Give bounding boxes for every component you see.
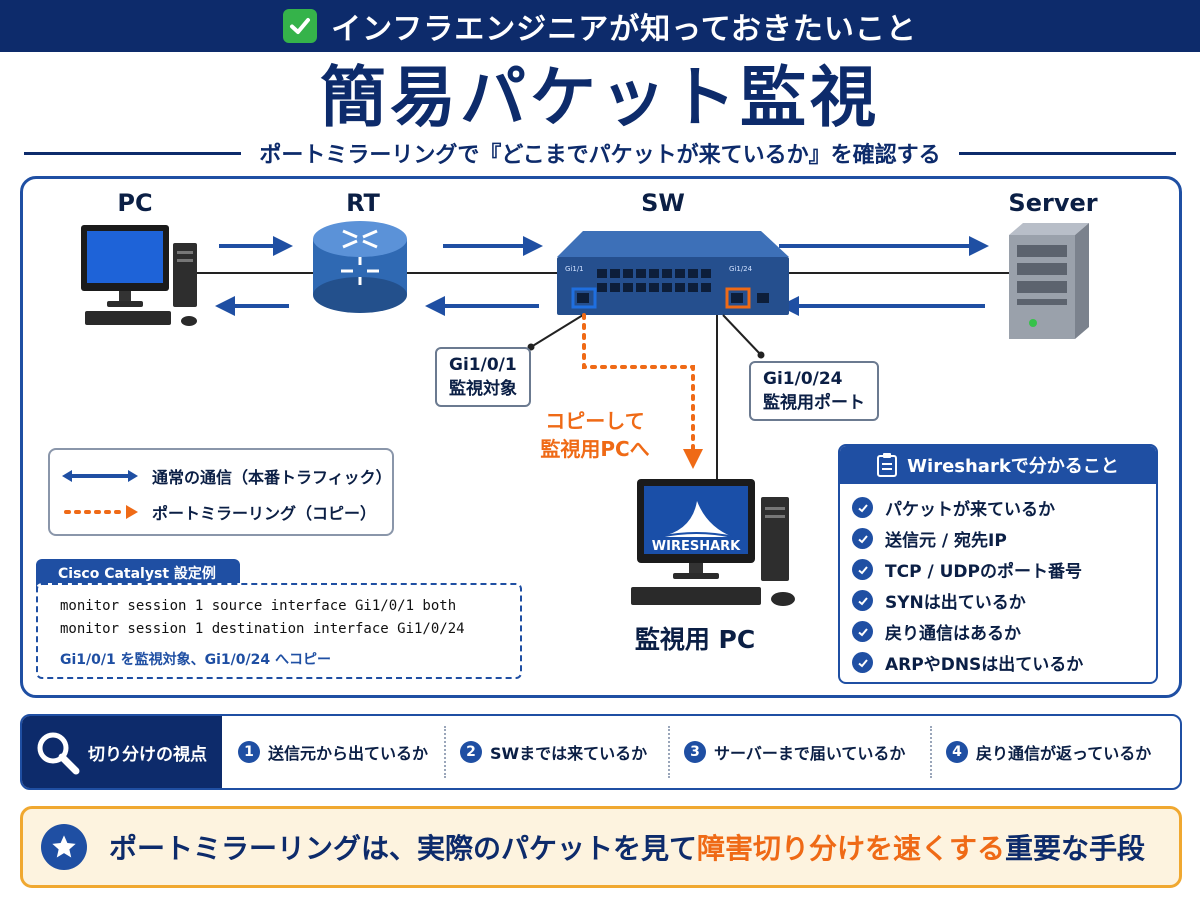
step-label: サーバーまで届いているか <box>714 744 906 763</box>
dest-port-role: 監視用ポート <box>763 393 865 413</box>
device-label-pc: PC <box>117 189 153 217</box>
legend-label: ポートミラーリング（コピー） <box>152 504 377 523</box>
traffic-arrows <box>215 236 989 316</box>
subtitle-row: ポートミラーリングで『どこまでパケットが来ているか』を確認する <box>24 138 1176 168</box>
list-item: 戻り通信はあるか <box>852 616 1156 647</box>
legend-item-mirror: ポートミラーリング（コピー） <box>62 500 376 524</box>
step-number: 2 <box>460 741 482 763</box>
page-title: 簡易パケット監視 <box>320 59 880 136</box>
subtitle: ポートミラーリングで『どこまでパケットが来ているか』を確認する <box>259 143 941 168</box>
copy-note: コピーして 監視用PCへ <box>525 407 665 463</box>
device-label-monitor-pc: 監視用 PC <box>634 625 756 654</box>
check-circle-icon <box>852 528 873 549</box>
wireshark-card-title: Wiresharkで分かること <box>907 456 1119 477</box>
step-label: SWまでは来ているか <box>490 744 648 763</box>
list-item: TCP / UDPのポート番号 <box>852 554 1156 585</box>
config-line: monitor session 1 destination interface … <box>60 621 465 637</box>
key-message: ポートミラーリングは、実際のパケットを見て障害切り分けを速くする重要な手段 <box>109 827 1145 867</box>
top-banner: インフラエンジニアが知っておきたいこと <box>0 0 1200 52</box>
mirror-copy-path <box>582 313 703 469</box>
step-label: 送信元から出ているか <box>268 744 429 763</box>
magnifier-icon <box>37 732 80 775</box>
key-message-highlight: 障害切り分けを速くする <box>697 832 1006 865</box>
key-message-part: 重要な手段 <box>1005 832 1146 865</box>
divider <box>24 151 242 155</box>
check-circle-icon <box>852 621 873 642</box>
step-item: 3 サーバーまで届いているか <box>684 716 905 788</box>
legend-label: 通常の通信（本番トラフィック） <box>152 468 392 487</box>
check-circle-icon <box>852 652 873 673</box>
steps-header: 切り分けの視点 <box>22 716 222 788</box>
double-arrow-icon <box>62 470 138 482</box>
list-item-label: TCP / UDPのポート番号 <box>885 562 1082 582</box>
step-number: 1 <box>238 741 260 763</box>
monitored-port-highlight <box>571 287 597 309</box>
step-number: 4 <box>946 741 968 763</box>
step-item: 1 送信元から出ているか <box>238 716 428 788</box>
copy-note-line: 監視用PCへ <box>540 437 650 461</box>
router-icon <box>313 221 407 313</box>
steps-title: 切り分けの視点 <box>88 744 207 765</box>
list-item-label: ARPやDNSは出ているか <box>885 655 1084 675</box>
dotted-arrow-icon <box>64 505 138 519</box>
troubleshooting-steps: 切り分けの視点 1 送信元から出ているか 2 SWまでは来ているか 3 サーバー… <box>20 714 1182 790</box>
clipboard-icon <box>877 453 898 477</box>
wireshark-card: Wiresharkで分かること パケットが来ているか 送信元 / 宛先IP TC… <box>838 444 1158 684</box>
key-message-part: ポートミラーリングは、実際のパケットを見て <box>109 832 698 865</box>
list-item-label: SYNは出ているか <box>885 593 1026 613</box>
monitor-pc-icon: WIRESHARK <box>631 479 795 606</box>
list-item-label: パケットが来ているか <box>885 500 1055 520</box>
config-box: monitor session 1 source interface Gi1/0… <box>36 583 522 679</box>
step-label: 戻り通信が返っているか <box>976 744 1152 763</box>
step-number: 3 <box>684 741 706 763</box>
source-port-callout: Gi1/0/1 監視対象 <box>435 347 531 407</box>
callout-leader <box>722 314 762 356</box>
dest-port-name: Gi1/0/24 <box>763 369 843 389</box>
divider <box>668 726 670 778</box>
legend-item-normal: 通常の通信（本番トラフィック） <box>62 464 392 488</box>
wireshark-checklist: パケットが来ているか 送信元 / 宛先IP TCP / UDPのポート番号 SY… <box>840 484 1156 678</box>
wireshark-card-header: Wiresharkで分かること <box>840 446 1156 484</box>
banner-text: インフラエンジニアが知っておきたいこと <box>331 12 917 47</box>
source-port-name: Gi1/0/1 <box>449 355 517 375</box>
divider <box>958 151 1176 155</box>
check-circle-icon <box>852 497 873 518</box>
list-item-label: 送信元 / 宛先IP <box>885 531 1007 551</box>
star-icon <box>41 824 87 870</box>
list-item: ARPやDNSは出ているか <box>852 647 1156 678</box>
callout-dot <box>757 351 765 359</box>
device-label-switch: SW <box>641 189 685 217</box>
switch-port-tag: Gi1/24 <box>729 265 753 273</box>
list-item-label: 戻り通信はあるか <box>885 624 1021 644</box>
switch-port-tag: Gi1/1 <box>565 265 584 273</box>
server-icon <box>1009 223 1089 339</box>
copy-note-line: コピーして <box>545 409 645 433</box>
step-item: 2 SWまでは来ているか <box>460 716 647 788</box>
wireshark-logo-text: WIRESHARK <box>652 539 741 554</box>
device-label-server: Server <box>1008 189 1098 217</box>
divider <box>444 726 446 778</box>
source-port-role: 監視対象 <box>449 379 517 399</box>
pc-icon <box>81 225 197 326</box>
divider <box>930 726 932 778</box>
mirror-port-highlight <box>725 287 751 309</box>
config-note: Gi1/0/1 を監視対象、Gi1/0/24 へコピー <box>60 652 331 668</box>
key-message-banner: ポートミラーリングは、実際のパケットを見て障害切り分けを速くする重要な手段 <box>20 806 1182 888</box>
device-label-router: RT <box>346 189 380 217</box>
check-circle-icon <box>852 559 873 580</box>
config-line: monitor session 1 source interface Gi1/0… <box>60 598 457 614</box>
switch-icon: Gi1/1 Gi1/24 <box>557 231 789 315</box>
network-diagram: Gi1/1 Gi1/24 <box>81 221 1089 606</box>
list-item: 送信元 / 宛先IP <box>852 523 1156 554</box>
check-circle-icon <box>852 590 873 611</box>
checkmark-icon <box>283 9 318 43</box>
dest-port-callout: Gi1/0/24 監視用ポート <box>749 361 879 421</box>
callout-leader <box>530 314 584 348</box>
shark-fin-icon <box>659 501 733 537</box>
step-item: 4 戻り通信が返っているか <box>946 716 1151 788</box>
list-item: SYNは出ているか <box>852 585 1156 616</box>
list-item: パケットが来ているか <box>852 492 1156 523</box>
legend: 通常の通信（本番トラフィック） ポートミラーリング（コピー） <box>48 448 394 536</box>
